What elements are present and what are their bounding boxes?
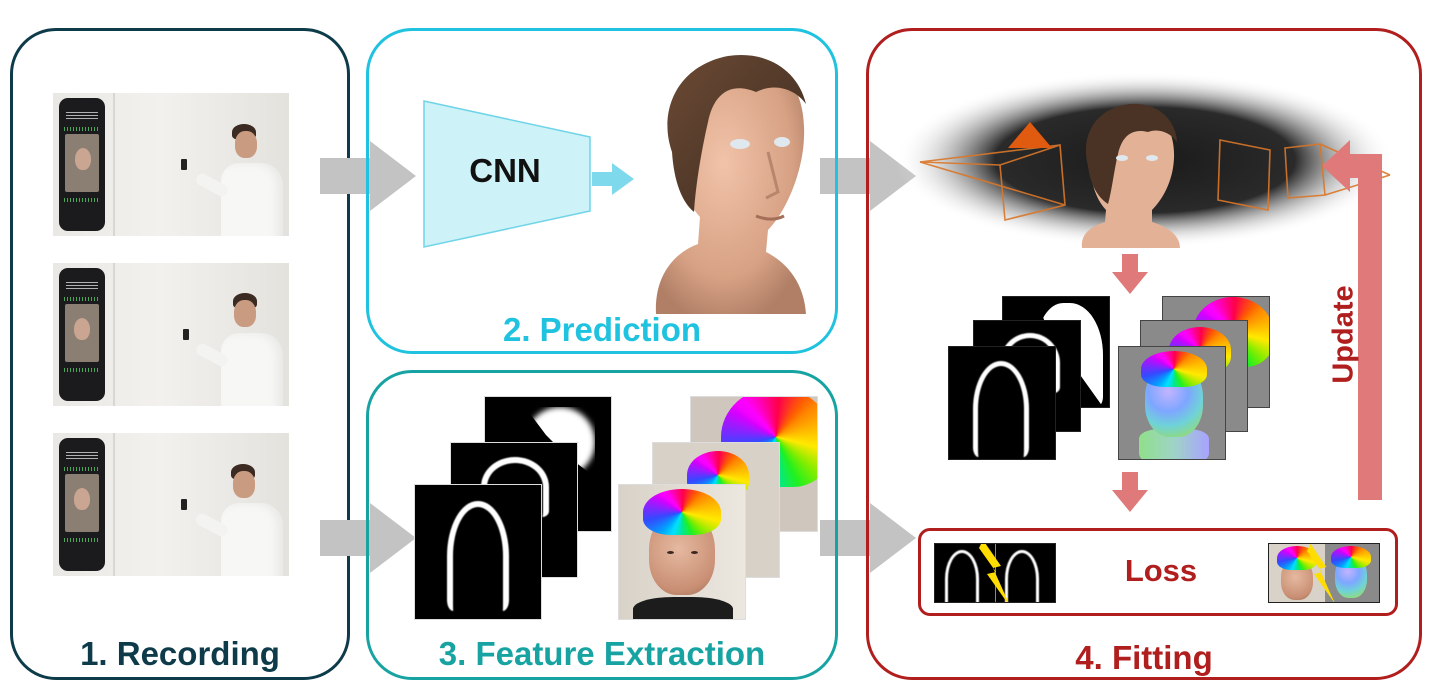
cnn-output-arrow <box>592 163 634 195</box>
recording-label: 1. Recording <box>80 635 280 672</box>
lightning-icon <box>1307 544 1335 602</box>
cnn-label: CNN <box>469 152 541 189</box>
rendered-normal-front <box>1118 346 1226 460</box>
loss-mask-pair <box>934 543 1056 603</box>
recording-photo-3 <box>53 433 289 576</box>
update-feedback-arrow <box>1322 140 1382 500</box>
phone-screen <box>59 98 105 231</box>
fitting-label: 4. Fitting <box>1075 639 1213 676</box>
orientation-map-front <box>618 484 746 620</box>
prediction-label: 2. Prediction <box>502 311 702 348</box>
phone-screen <box>59 438 105 571</box>
arrow-renders-to-loss <box>1112 472 1148 512</box>
multi-view-camera-scene <box>895 72 1395 248</box>
feature-extraction-label: 3. Feature Extraction <box>438 635 766 672</box>
recording-photo-2 <box>53 263 289 406</box>
loss-color-pair <box>1268 543 1380 603</box>
predicted-3d-head <box>655 54 806 314</box>
feature-extraction-panel: 3. Feature Extraction <box>366 370 838 680</box>
hair-mask-front <box>414 484 542 620</box>
recording-photo-1 <box>53 93 289 236</box>
loss-label: Loss <box>1124 553 1198 588</box>
cnn-block <box>423 100 591 248</box>
loss-box: Loss <box>918 528 1398 616</box>
recording-panel: 1. Recording <box>10 28 350 680</box>
phone-screen <box>59 268 105 401</box>
fitting-panel: 4. Fitting <box>866 28 1422 680</box>
prediction-panel: 2. Prediction <box>366 28 838 354</box>
rendered-mask-front <box>948 346 1056 460</box>
arrow-scene-to-renders <box>1112 254 1148 294</box>
update-label: Update <box>1327 285 1360 384</box>
lightning-icon <box>979 544 1009 602</box>
